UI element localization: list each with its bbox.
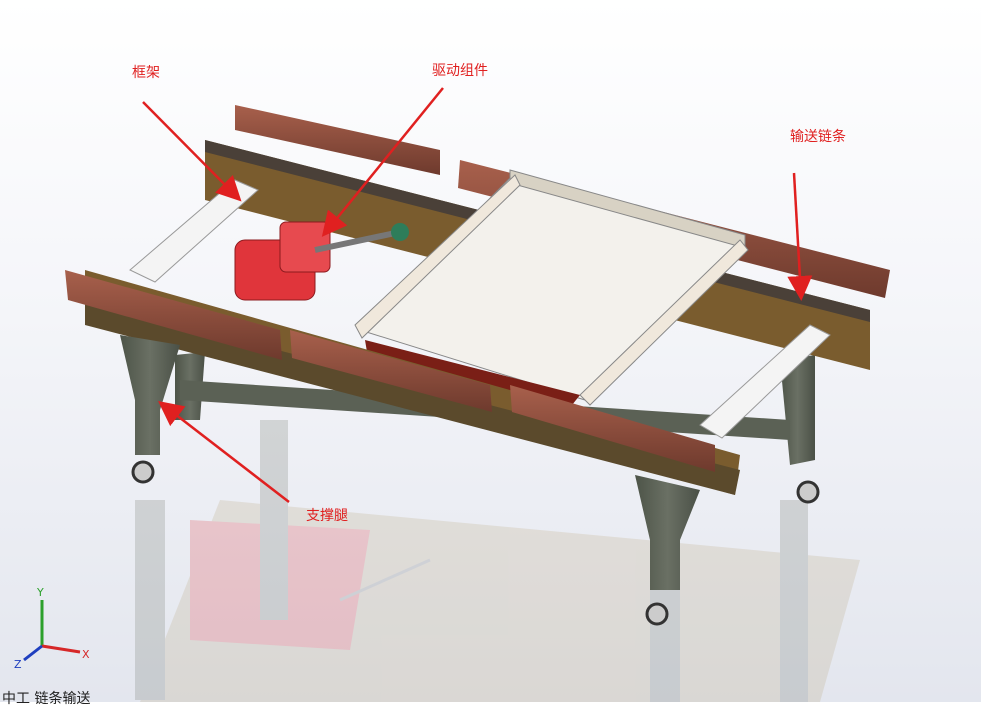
drive-assembly: [234, 221, 409, 301]
support-leg-arrow: [158, 400, 290, 503]
conveyor-chain-arrow: [787, 172, 813, 301]
conveyor-chain-label: 输送链条: [790, 129, 846, 145]
center-tray: [354, 169, 749, 420]
end-rollers: [129, 179, 831, 439]
triad-z-label: Z: [14, 658, 22, 671]
annotation-arrows: [142, 87, 813, 503]
frame-arrow: [142, 101, 242, 202]
support-leg-label: 支撑腿: [306, 508, 348, 524]
drive-assembly-arrow: [321, 87, 444, 237]
triad-y-label: Y: [36, 586, 44, 599]
drive-assembly-label: 驱动组件: [432, 63, 488, 79]
front-guide-rail: [65, 270, 715, 472]
frame-label: 框架: [132, 65, 160, 81]
floor-reflection: [135, 420, 860, 702]
front-legs: [120, 335, 820, 626]
axis-triad: Y X Z: [14, 586, 90, 671]
page-caption: 中工 链条输送: [2, 691, 91, 707]
triad-x-label: X: [82, 648, 90, 661]
